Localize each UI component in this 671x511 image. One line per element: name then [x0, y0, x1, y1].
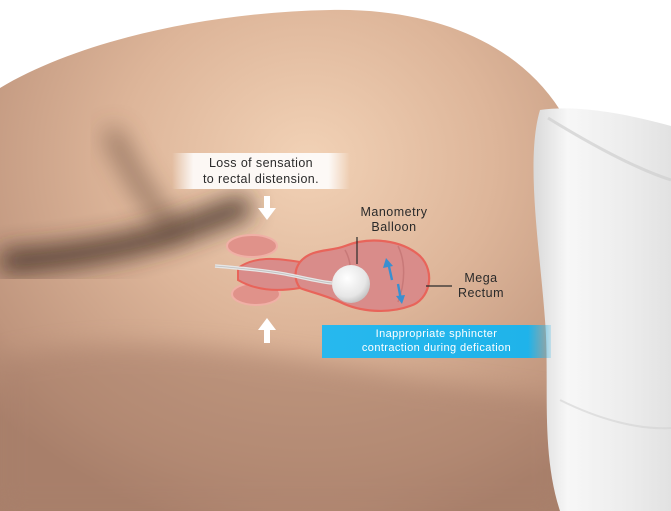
sensation-label-line1: Loss of sensation — [209, 155, 313, 171]
sphincter-callout-line2: contraction during defication — [362, 342, 511, 356]
sensation-label: Loss of sensation to rectal distension. — [172, 153, 350, 189]
sphincter-callout: Inappropriate sphincter contraction duri… — [322, 325, 551, 358]
balloon-label-line1: Manometry — [334, 205, 454, 220]
manometry-balloon — [332, 265, 370, 303]
rectum-label-line1: Mega — [436, 271, 526, 286]
pillow — [534, 108, 671, 511]
balloon-label-line2: Balloon — [334, 220, 454, 235]
sphincter-callout-line1: Inappropriate sphincter — [376, 328, 498, 342]
sensation-label-line2: to rectal distension. — [203, 171, 319, 187]
rectum-label: Mega Rectum — [436, 271, 526, 301]
balloon-label: Manometry Balloon — [334, 205, 454, 235]
upper-sphincter — [227, 235, 277, 257]
rectum-label-line2: Rectum — [436, 286, 526, 301]
